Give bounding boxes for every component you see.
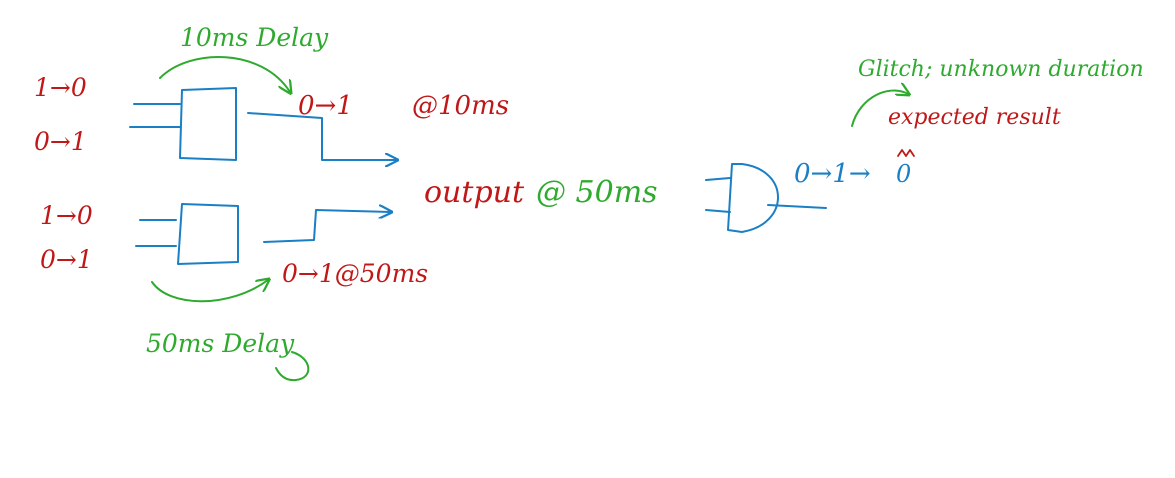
bottom-input-2-label: 0→1 xyxy=(40,245,93,274)
and-output-wire xyxy=(767,204,827,209)
expected-value: 0 xyxy=(896,160,911,188)
bottom-input-1-label: 1→0 xyxy=(40,201,93,230)
top-output-time: @10ms xyxy=(412,91,509,121)
glitch-pointer-arrow xyxy=(851,91,908,127)
bottom-delay-hook xyxy=(275,351,310,382)
bottom-delay-box xyxy=(177,203,239,265)
top-input-1-label: 1→0 xyxy=(34,73,87,102)
and-gate-group: output @ 50ms 0→1→ 0 Glitch; unknown dur… xyxy=(424,57,1144,233)
top-delay-label: 10ms Delay xyxy=(180,23,329,52)
top-input-2-label: 0→1 xyxy=(34,127,87,156)
top-gate-group: 10ms Delay 1→0 0→1 0→1 @10ms xyxy=(34,23,509,160)
top-delay-box xyxy=(179,87,237,161)
top-delay-arrow xyxy=(159,56,290,92)
and-input-label-time: @ 50ms xyxy=(536,175,658,210)
and-input-label-output: output xyxy=(424,175,525,210)
and-input-2-wire xyxy=(705,209,731,213)
glitch-label: Glitch; unknown duration xyxy=(858,57,1144,82)
bottom-delay-arrow xyxy=(151,280,268,303)
bottom-delay-label: 50ms Delay xyxy=(146,329,295,358)
and-gate-symbol xyxy=(727,163,779,233)
and-input-1-wire xyxy=(705,177,731,181)
glitch-squiggle xyxy=(897,149,915,157)
bottom-gate-group: 1→0 0→1 0→1@50ms 50ms Delay xyxy=(40,201,428,382)
bottom-output-wire xyxy=(263,210,390,243)
and-output-label: 0→1→ xyxy=(794,159,871,189)
expected-result-label: expected result xyxy=(888,105,1061,130)
top-output-wire xyxy=(247,112,396,160)
bottom-output-label: 0→1@50ms xyxy=(282,259,428,288)
top-output-transition: 0→1 xyxy=(298,91,353,121)
